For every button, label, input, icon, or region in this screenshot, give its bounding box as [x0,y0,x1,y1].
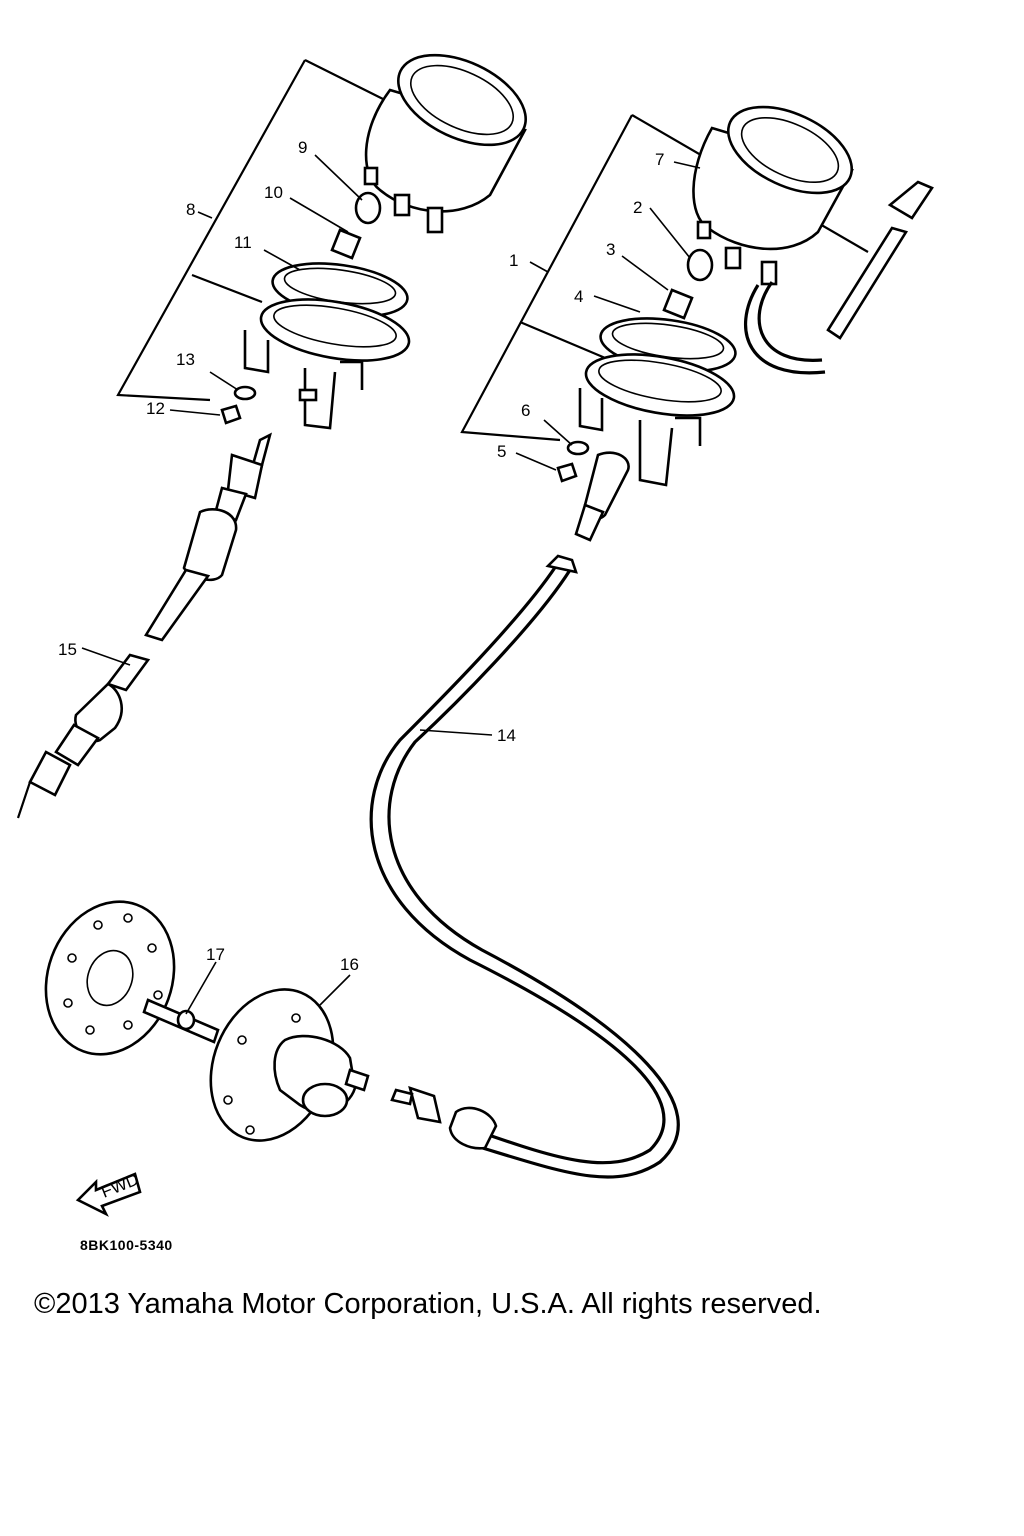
callout-1: 1 [509,251,518,270]
forward-arrow-icon: FWD [75,1170,142,1217]
speedometer [692,105,854,286]
callout-9: 9 [298,138,307,157]
callout-8: 8 [186,200,195,219]
callout-5: 5 [497,442,506,461]
callout-3: 3 [606,240,615,259]
speedometer-cable [369,554,680,1179]
copyright-notice: ©2013 Yamaha Motor Corporation, U.S.A. A… [34,1288,822,1320]
callout-10: 10 [264,183,283,202]
callout-13: 13 [176,350,195,369]
hose [757,281,823,362]
callout-labels: 1 2 3 4 5 6 7 8 9 10 11 12 13 14 15 16 1… [58,138,664,974]
left-meter-assembly [116,53,527,430]
parts-diagram: FWD 1 2 3 4 5 6 7 8 9 10 11 12 13 14 15 … [16,53,934,1217]
callout-7: 7 [655,150,664,169]
callout-15: 15 [58,640,77,659]
right-meter-assembly [460,105,934,542]
callout-2: 2 [633,198,642,217]
drive-gear-assembly [44,900,370,1142]
tachometer-cable [16,432,272,819]
bulb-socket [330,228,362,260]
drawing-code: 8BK100-5340 [80,1237,173,1253]
bulb [354,191,382,225]
washer [233,385,257,401]
callout-14: 14 [497,726,516,745]
callout-11: 11 [234,233,252,252]
callout-16: 16 [340,955,359,974]
callout-4: 4 [574,287,583,306]
callout-6: 6 [521,401,530,420]
callout-17: 17 [206,945,225,964]
callout-12: 12 [146,399,165,418]
nut [220,404,242,425]
tachometer [363,53,527,234]
